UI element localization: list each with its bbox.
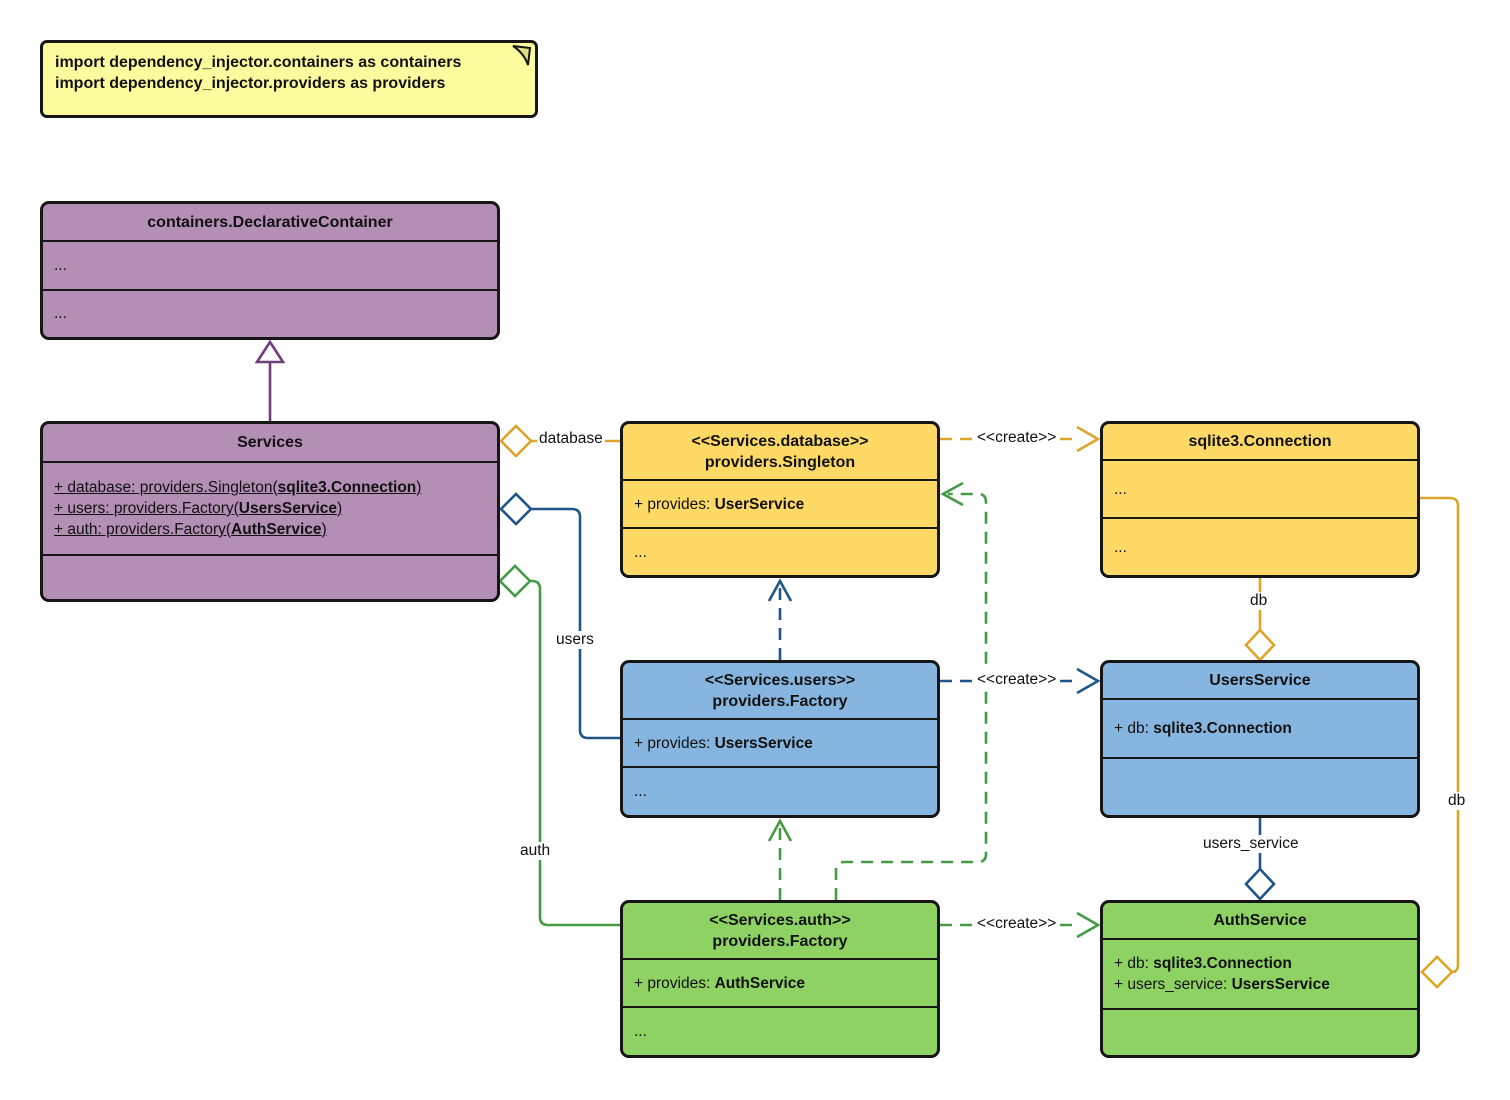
compartment-attributes: + provides: UsersService (623, 718, 937, 766)
class-title: sqlite3.Connection (1188, 433, 1332, 450)
class-title: containers.DeclarativeContainer (147, 213, 393, 231)
attribute-auth: + auth: providers.Factory(AuthService) (54, 521, 327, 538)
dependency-arrow-up-blue-icon (767, 578, 793, 602)
compartment-methods: ... (623, 766, 937, 815)
class-title: <<Services.users>> providers.Factory (623, 663, 937, 718)
edge-label-auth: auth (518, 842, 553, 860)
edge-auth (530, 579, 620, 927)
edge-label-create-users: <<create>> (975, 671, 1059, 689)
compartment-methods: ... (1103, 517, 1417, 575)
class-users-service: UsersService + db: sqlite3.Connection (1100, 660, 1420, 818)
ellipsis-row: ... (54, 305, 67, 323)
compartment-attributes: + db: sqlite3.Connection + users_service… (1103, 938, 1417, 1008)
aggregation-diamond-auth-icon (498, 564, 532, 598)
create-arrow-users-icon (1076, 667, 1101, 695)
title-text: providers.Factory (712, 692, 848, 710)
compartment-attributes: + database: providers.Singleton(sqlite3.… (43, 461, 497, 554)
compartment-attributes: ... (1103, 459, 1417, 517)
create-arrow-auth-icon (1076, 911, 1101, 939)
note-line-1: import dependency_injector.containers as… (55, 54, 462, 71)
edge-users (531, 507, 620, 740)
compartment-methods-empty (1103, 756, 1417, 816)
aggregation-diamond-users-icon (499, 492, 533, 526)
class-title: Services (237, 434, 303, 451)
attribute-provides: + provides: UsersService (634, 734, 813, 752)
import-note: import dependency_injector.containers as… (40, 40, 538, 118)
attribute-users-service: + users_service: UsersService (1114, 976, 1330, 993)
class-title: <<Services.auth>> providers.Factory (623, 903, 937, 958)
attribute-users: + users: providers.Factory(UsersService) (54, 500, 343, 517)
compartment-attributes: + provides: AuthService (623, 958, 937, 1006)
ellipsis-row: ... (1114, 538, 1127, 556)
ellipsis-row: ... (634, 783, 647, 800)
aggregation-diamond-database-icon (499, 424, 533, 458)
class-title: AuthService (1213, 912, 1307, 929)
edge-label-create-database: <<create>> (975, 429, 1059, 447)
edge-dependency-authfactory-singleton (834, 492, 988, 900)
dependency-arrow-up-green-icon (767, 818, 793, 842)
edge-label-db-top: db (1248, 592, 1270, 610)
stereotype: <<Services.users>> (704, 671, 856, 689)
attribute-provides: + provides: UserService (634, 495, 805, 513)
dependency-arrow-left-green-icon (940, 481, 964, 507)
compartment-methods: ... (623, 527, 937, 575)
ellipsis-row: ... (634, 1023, 647, 1040)
edge-label-create-auth: <<create>> (975, 915, 1059, 933)
ellipsis-row: ... (634, 543, 647, 561)
attribute-db: + db: sqlite3.Connection (1114, 719, 1292, 737)
compartment-methods: ... (43, 288, 497, 338)
compartment-attributes: + db: sqlite3.Connection (1103, 698, 1417, 757)
attribute-provides: + provides: AuthService (634, 974, 806, 992)
class-auth-factory: <<Services.auth>> providers.Factory + pr… (620, 900, 940, 1058)
class-sqlite3-connection: sqlite3.Connection ... ... (1100, 421, 1420, 578)
attribute-database: + database: providers.Singleton(sqlite3.… (54, 479, 422, 496)
class-auth-service: AuthService + db: sqlite3.Connection + u… (1100, 900, 1420, 1058)
class-title: <<Services.database>> providers.Singleto… (623, 424, 937, 479)
title-text: providers.Factory (712, 932, 848, 950)
ellipsis-row: ... (54, 256, 67, 274)
compartment-methods: ... (623, 1006, 937, 1055)
compartment-attributes: + provides: UserService (623, 479, 937, 527)
create-arrow-database-icon (1076, 425, 1101, 453)
edge-db-right (1420, 496, 1460, 974)
title-text: providers.Singleton (704, 453, 856, 471)
compartment-methods-empty (1103, 1008, 1417, 1055)
aggregation-diamond-users-service-icon (1244, 867, 1276, 901)
class-users-factory: <<Services.users>> providers.Factory + p… (620, 660, 940, 818)
inheritance-triangle-icon (254, 339, 286, 364)
edge-label-users-service: users_service (1201, 835, 1301, 853)
compartment-attributes: ... (43, 240, 497, 289)
stereotype: <<Services.database>> (691, 432, 869, 450)
class-singleton-provider: <<Services.database>> providers.Singleto… (620, 421, 940, 578)
stereotype: <<Services.auth>> (709, 911, 851, 929)
note-line-2: import dependency_injector.providers as … (55, 75, 446, 92)
class-declarative-container: containers.DeclarativeContainer ... ... (40, 201, 500, 340)
class-title: UsersService (1209, 672, 1311, 689)
aggregation-diamond-db-top-icon (1244, 628, 1276, 662)
note-fold-icon (512, 45, 532, 66)
ellipsis-row: ... (1114, 480, 1127, 498)
class-services: Services + database: providers.Singleton… (40, 421, 500, 602)
compartment-methods-empty (43, 554, 497, 599)
attribute-db: + db: sqlite3.Connection (1114, 955, 1292, 972)
edge-label-users: users (554, 631, 596, 649)
aggregation-diamond-db-right-icon (1420, 955, 1454, 989)
edge-label-db-right: db (1446, 792, 1468, 810)
edge-label-database: database (537, 430, 605, 448)
